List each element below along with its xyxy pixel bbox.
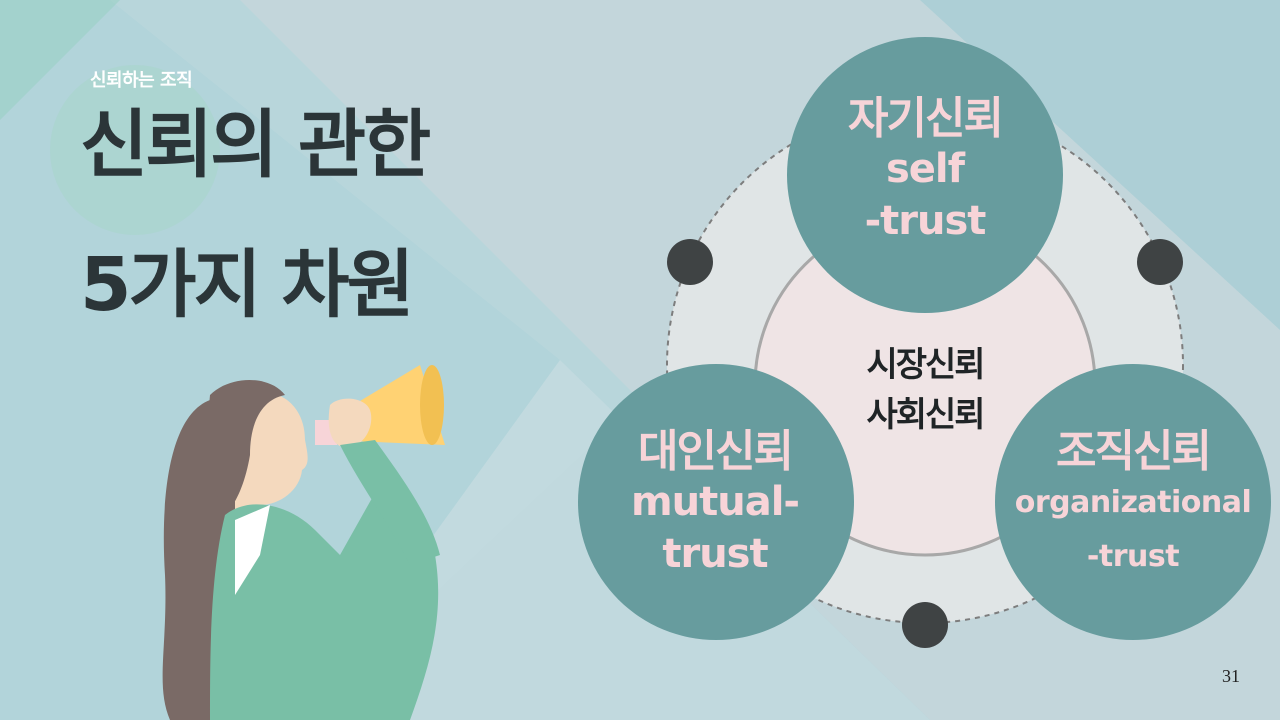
title-line-1: 신뢰의 관한: [80, 102, 431, 188]
page-number: 31: [1222, 666, 1240, 686]
mutual-trust-circle: [578, 364, 854, 640]
mutual-trust-en-1: mutual-: [630, 479, 800, 525]
self-trust-circle: [787, 37, 1063, 313]
center-label: 시장신뢰 사회신뢰: [820, 340, 1030, 440]
connector-dot-right: [1137, 239, 1183, 285]
organizational-trust-ko: 조직신뢰: [1056, 426, 1212, 477]
market-trust-label: 시장신뢰: [866, 345, 985, 385]
self-trust-en-2: -trust: [864, 198, 987, 244]
title-line-2: 5가지 차원: [80, 242, 415, 328]
social-trust-label: 사회신뢰: [866, 395, 985, 435]
organizational-trust-label: 조직신뢰 organizational -trust: [998, 428, 1268, 584]
mutual-trust-en-2: trust: [662, 531, 768, 577]
connector-dot-bottom: [902, 602, 948, 648]
mutual-trust-label: 대인신뢰 mutual- trust: [580, 428, 850, 580]
woman-megaphone-illustration: [162, 365, 445, 720]
self-trust-en-1: self: [885, 146, 965, 192]
connector-dot-left: [667, 239, 713, 285]
slide-subtitle: 신뢰하는 조직: [90, 70, 193, 91]
slide-title: 신뢰의 관한 5가지 차원: [80, 102, 431, 388]
self-trust-ko: 자기신뢰: [848, 93, 1004, 144]
mutual-trust-ko: 대인신뢰: [638, 426, 794, 477]
organizational-trust-en-2: -trust: [1086, 539, 1180, 574]
organizational-trust-en-1: organizational: [1014, 485, 1252, 520]
organizational-trust-circle: [995, 364, 1271, 640]
self-trust-label: 자기신뢰 self -trust: [790, 95, 1060, 247]
